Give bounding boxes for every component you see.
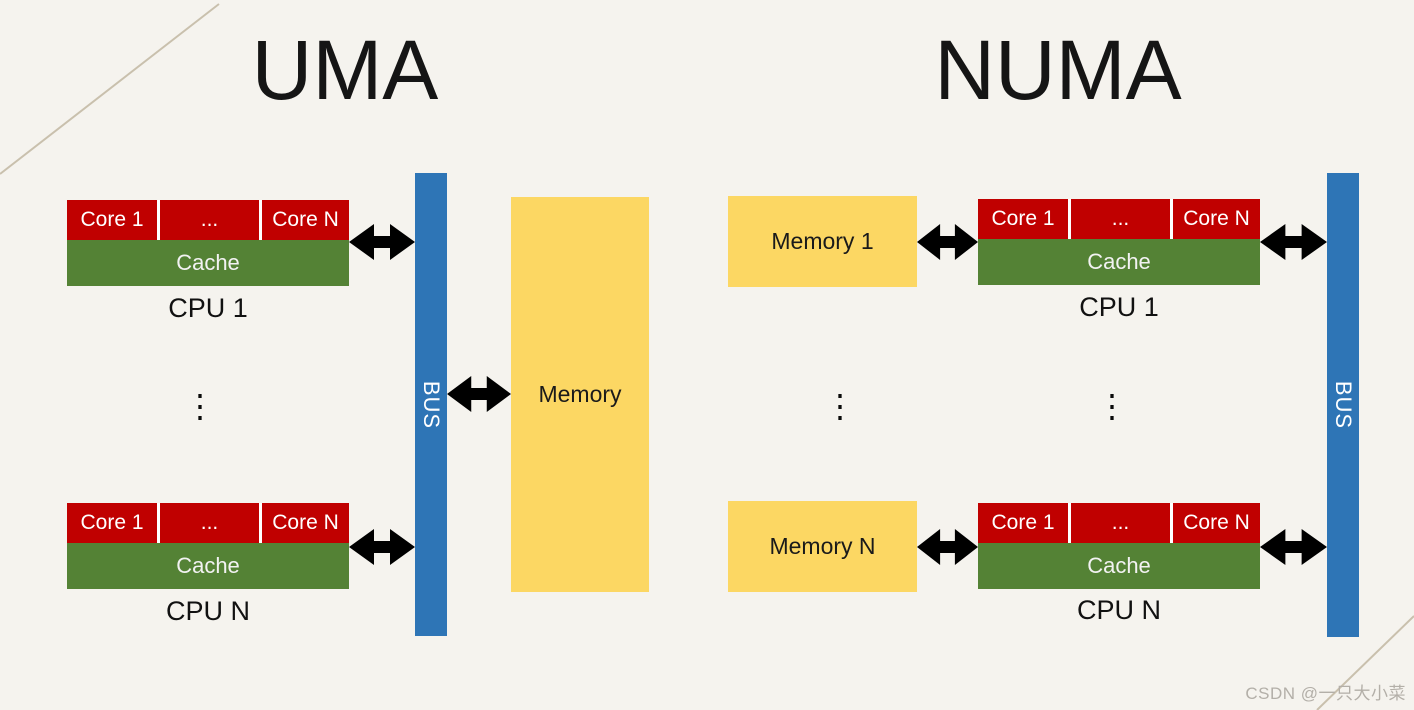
numa-memory1-block: Memory 1 bbox=[728, 196, 917, 287]
uma-cpu1-core-1: Core 1 bbox=[67, 200, 157, 240]
numa-cpu1-core-n: Core N bbox=[1173, 199, 1260, 239]
numa-title: NUMA bbox=[934, 23, 1182, 117]
uma-title: UMA bbox=[251, 23, 439, 117]
uma-memory-label: Memory bbox=[538, 381, 622, 407]
uma-cpuN-block: Core 1 ... Core N Cache bbox=[67, 503, 349, 589]
uma-cpu1-cores-row: Core 1 ... Core N bbox=[67, 200, 349, 240]
double-arrow-icon bbox=[1260, 528, 1327, 566]
numa-cpuN-block: Core 1 ... Core N Cache bbox=[978, 503, 1260, 589]
uma-vertical-ellipsis: ⋮ bbox=[184, 388, 216, 424]
numa-cpu1-cores-row: Core 1 ... Core N bbox=[978, 199, 1260, 239]
numa-bus-label: BUS bbox=[1331, 380, 1356, 430]
numa-cpuN-core-n: Core N bbox=[1173, 503, 1260, 543]
double-arrow-icon bbox=[1260, 223, 1327, 261]
numa-cpuN-cache: Cache bbox=[978, 543, 1260, 589]
numa-memoryN-block: Memory N bbox=[728, 501, 917, 592]
double-arrow-icon bbox=[917, 528, 978, 566]
numa-cpu1-cache: Cache bbox=[978, 239, 1260, 285]
uma-cpuN-label: CPU N bbox=[165, 596, 250, 626]
uma-cpuN-core-1: Core 1 bbox=[67, 503, 157, 543]
double-arrow-icon bbox=[447, 375, 511, 413]
double-arrow-icon bbox=[349, 223, 415, 261]
uma-cpuN-core-ellipsis: ... bbox=[160, 503, 259, 543]
numa-cpuN-cores-row: Core 1 ... Core N bbox=[978, 503, 1260, 543]
uma-cpu1-core-ellipsis: ... bbox=[160, 200, 259, 240]
uma-cpuN-cores-row: Core 1 ... Core N bbox=[67, 503, 349, 543]
numa-memoryN-label: Memory N bbox=[769, 533, 876, 559]
numa-cpu-vertical-ellipsis: ⋮ bbox=[1096, 388, 1128, 424]
numa-cpu1-label: CPU 1 bbox=[1079, 292, 1159, 322]
uma-cpu1-block: Core 1 ... Core N Cache bbox=[67, 200, 349, 286]
double-arrow-icon bbox=[917, 223, 978, 261]
numa-cpuN-core-1: Core 1 bbox=[978, 503, 1068, 543]
numa-cpuN-label: CPU N bbox=[1076, 595, 1161, 625]
csdn-watermark: CSDN @一只大小菜 bbox=[1245, 684, 1406, 703]
uma-cpu1-label: CPU 1 bbox=[168, 293, 248, 323]
uma-bus-bar: BUS bbox=[415, 173, 447, 636]
uma-cpu1-core-n: Core N bbox=[262, 200, 349, 240]
uma-cpu1-cache: Cache bbox=[67, 240, 349, 286]
numa-bus-bar: BUS bbox=[1327, 173, 1359, 637]
numa-cpu1-block: Core 1 ... Core N Cache bbox=[978, 199, 1260, 285]
uma-cpuN-cache: Cache bbox=[67, 543, 349, 589]
numa-memory-vertical-ellipsis: ⋮ bbox=[824, 388, 856, 424]
uma-memory-block: Memory bbox=[511, 197, 649, 592]
numa-cpu1-core-ellipsis: ... bbox=[1071, 199, 1170, 239]
uma-bus-label: BUS bbox=[419, 380, 444, 429]
numa-cpu1-core-1: Core 1 bbox=[978, 199, 1068, 239]
uma-cpuN-core-n: Core N bbox=[262, 503, 349, 543]
numa-cpuN-core-ellipsis: ... bbox=[1071, 503, 1170, 543]
numa-memory1-label: Memory 1 bbox=[771, 228, 874, 254]
double-arrow-icon bbox=[349, 528, 415, 566]
